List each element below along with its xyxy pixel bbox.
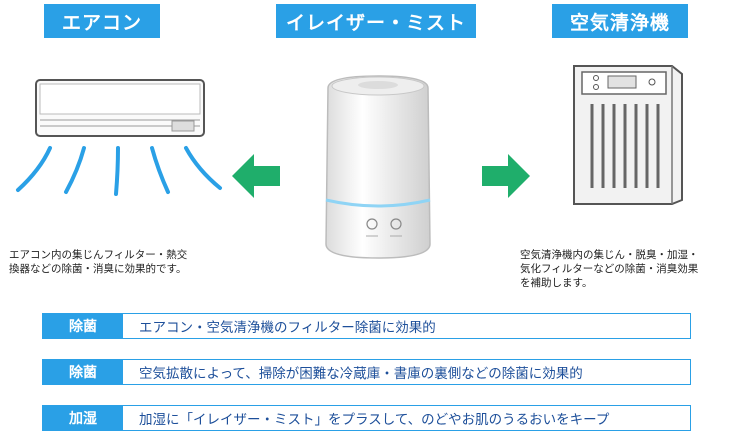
air-purifier-illustration [573, 65, 683, 205]
benefit-text: エアコン・空気清浄機のフィルター除菌に効果的 [139, 320, 436, 336]
benefit-row: 除菌 エアコン・空気清浄機のフィルター除菌に効果的 [42, 313, 691, 339]
benefit-row: 除菌 空気拡散によって、掃除が困難な冷蔵庫・書庫の裏側などの除菌に効果的 [42, 359, 691, 385]
benefit-text: 空気拡散によって、掃除が困難な冷蔵庫・書庫の裏側などの除菌に効果的 [139, 366, 583, 382]
benefit-row: 加湿 加湿に「イレイザー・ミスト」をプラスして、のどやお肌のうるおいをキープ [42, 405, 691, 431]
benefit-tag: 除菌 [43, 360, 123, 384]
header-air-conditioner: エアコン [44, 4, 160, 38]
benefit-tag: 除菌 [43, 314, 123, 338]
header-air-purifier: 空気清浄機 [552, 4, 688, 38]
air-conditioner-illustration [16, 79, 222, 196]
air-conditioner-description: エアコン内の集じんフィルター・熱交 換器などの除菌・消臭に効果的です。 [9, 249, 188, 275]
header-eraser-mist: イレイザー・ミスト [276, 4, 476, 38]
humidifier-illustration [325, 75, 431, 259]
arrow-left-icon [232, 154, 280, 198]
benefit-text: 加湿に「イレイザー・ミスト」をプラスして、のどやお肌のうるおいをキープ [139, 412, 610, 428]
arrow-right-icon [482, 154, 530, 198]
air-purifier-description: 空気清浄機内の集じん・脱臭・加湿・ 気化フィルターなどの除菌・消臭効果 を補助し… [520, 249, 699, 289]
benefit-tag: 加湿 [43, 406, 123, 430]
